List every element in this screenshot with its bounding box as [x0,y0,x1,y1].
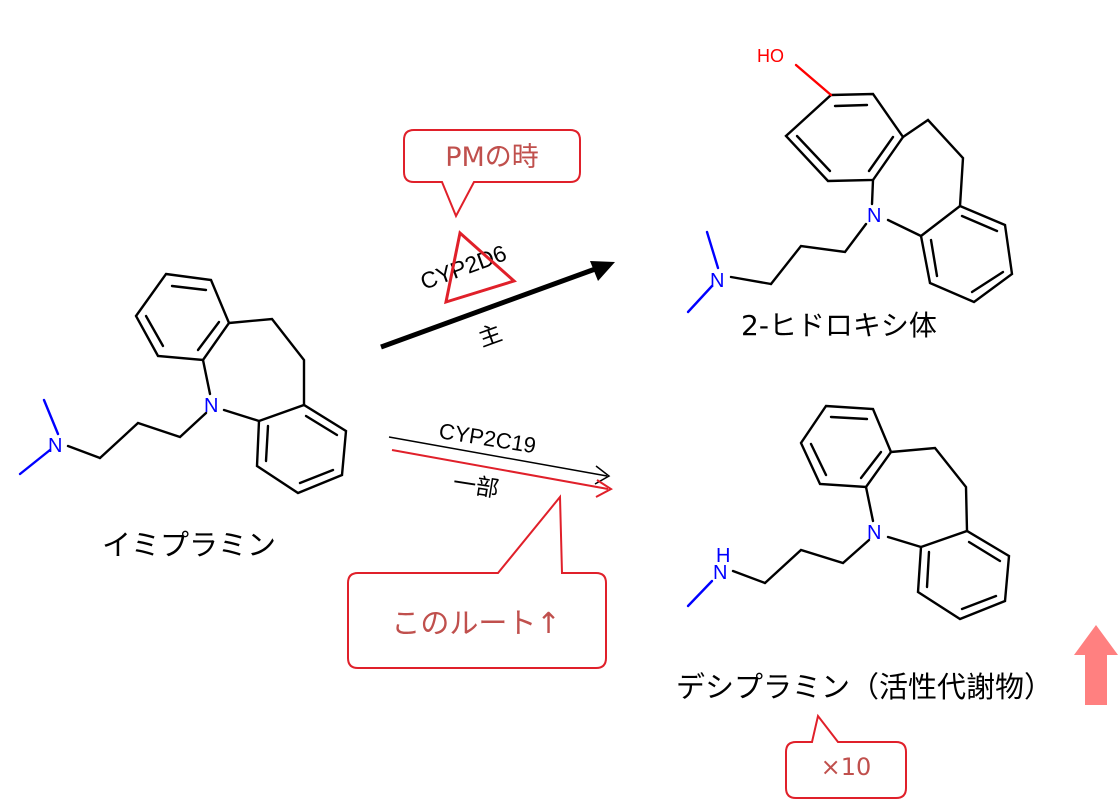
route-up-callout-text: このルート↑ [391,606,560,640]
hydroxy-metabolite-label: 2-ヒドロキシ体 [741,309,937,342]
partial-pathway-arrows [388,436,613,498]
times10-callout: ×10 [785,713,907,799]
hydroxyl-label: HO [757,46,784,66]
main-pathway-label: 主 [475,320,506,352]
imipramine-structure: N N [18,272,348,495]
pm-callout-text: PMの時 [445,142,539,173]
cyp2c19-label: CYP2C19 [437,418,538,458]
hydroxy-amine-nitrogen: N [710,270,724,292]
desipramine-ring-nitrogen: N [867,522,881,544]
up-arrow-icon [1074,625,1118,705]
hydroxy-metabolite-structure: HO N N [686,46,1014,314]
hydroxy-ring-nitrogen: N [867,205,881,227]
desipramine-structure: N N H [686,404,1011,621]
imipramine-amine-nitrogen: N [48,435,62,457]
times10-callout-text: ×10 [821,753,872,781]
imipramine-label: イミプラミン [102,528,276,562]
desipramine-amine-hydrogen: H [716,545,730,567]
partial-pathway-label: 一部 [451,470,501,503]
route-up-callout: このルート↑ [347,494,607,669]
desipramine-amine-nitrogen: N [713,562,727,584]
desipramine-label: デシプラミン（活性代謝物） [676,670,1053,704]
warning-triangle [444,230,517,305]
pm-callout: PMの時 [403,129,581,219]
main-pathway-arrow [380,261,615,350]
imipramine-ring-nitrogen: N [204,395,218,417]
